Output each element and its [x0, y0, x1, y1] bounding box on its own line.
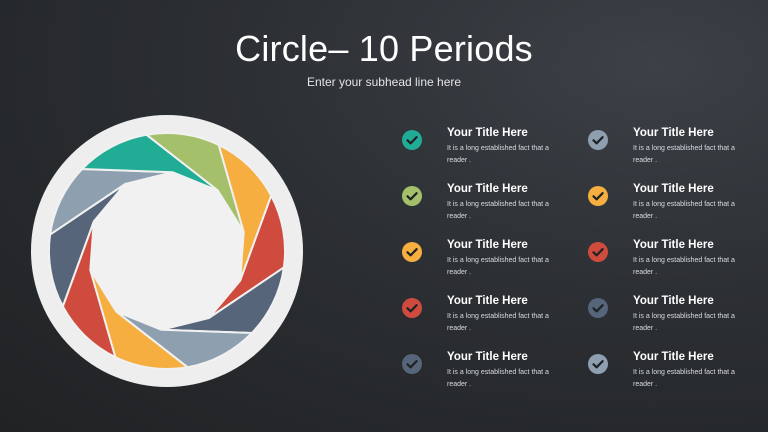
- list-item: Your Title Here It is a long established …: [402, 127, 582, 173]
- item-title: Your Title Here: [447, 239, 528, 251]
- item-title: Your Title Here: [633, 239, 714, 251]
- item-title: Your Title Here: [447, 351, 528, 363]
- item-description: It is a long established fact that a rea…: [447, 257, 549, 276]
- check-icon: [402, 130, 422, 150]
- list-item: Your Title Here It is a long established …: [402, 239, 582, 285]
- item-title: Your Title Here: [447, 127, 528, 139]
- aperture-diagram: [25, 113, 325, 413]
- list-item: Your Title Here It is a long established …: [402, 183, 582, 229]
- aperture-segment-10: [81, 133, 219, 192]
- item-title: Your Title Here: [447, 295, 528, 307]
- check-icon: [588, 186, 608, 206]
- item-description: It is a long established fact that a rea…: [633, 369, 735, 388]
- item-title: Your Title Here: [633, 183, 714, 195]
- aperture-svg: [31, 115, 303, 387]
- item-description: It is a long established fact that a rea…: [633, 257, 735, 276]
- check-icon: [402, 298, 422, 318]
- item-title: Your Title Here: [633, 127, 714, 139]
- item-title: Your Title Here: [633, 351, 714, 363]
- item-description: It is a long established fact that a rea…: [447, 369, 549, 388]
- slide-subtitle: Enter your subhead line here: [306, 75, 462, 89]
- list-item: Your Title Here It is a long established …: [588, 183, 768, 229]
- item-title: Your Title Here: [633, 295, 714, 307]
- list-item: Your Title Here It is a long established …: [588, 295, 768, 341]
- item-description: It is a long established fact that a rea…: [447, 145, 549, 164]
- item-description: It is a long established fact that a rea…: [447, 313, 549, 332]
- item-description: It is a long established fact that a rea…: [633, 201, 735, 220]
- list-item: Your Title Here It is a long established …: [588, 351, 768, 397]
- check-icon: [588, 130, 608, 150]
- check-icon: [402, 354, 422, 374]
- list-item: Your Title Here It is a long established …: [402, 295, 582, 341]
- list-item: Your Title Here It is a long established …: [588, 239, 768, 285]
- list-item: Your Title Here It is a long established …: [402, 351, 582, 397]
- item-description: It is a long established fact that a rea…: [633, 313, 735, 332]
- check-icon: [588, 298, 608, 318]
- item-title: Your Title Here: [447, 183, 528, 195]
- slide-title: Circle– 10 Periods: [235, 28, 533, 69]
- list-item: Your Title Here It is a long established …: [588, 127, 768, 173]
- check-icon: [402, 242, 422, 262]
- check-icon: [402, 186, 422, 206]
- item-description: It is a long established fact that a rea…: [633, 145, 735, 164]
- item-description: It is a long established fact that a rea…: [447, 201, 549, 220]
- check-icon: [588, 354, 608, 374]
- check-icon: [588, 242, 608, 262]
